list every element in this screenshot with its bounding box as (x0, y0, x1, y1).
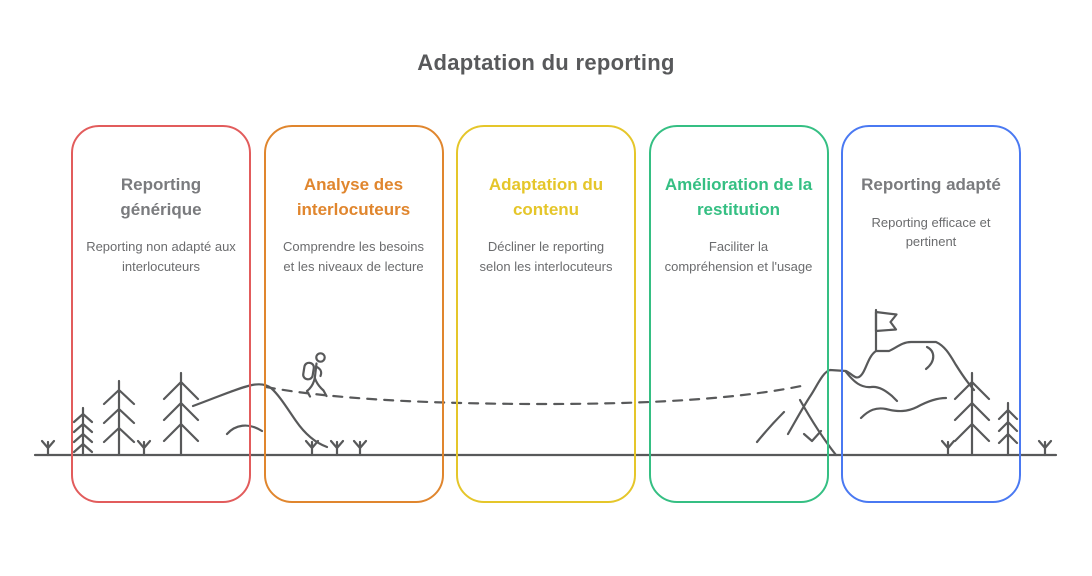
step-title: Adaptation du contenu (488, 175, 604, 219)
process-steps: Reporting générique Reporting non adapté… (71, 125, 1021, 503)
step-card-reporting-generique: Reporting générique Reporting non adapté… (71, 125, 251, 503)
dashed-trail (264, 383, 808, 406)
step-card-reporting-adapte: Reporting adapté Reporting efficace et p… (841, 125, 1021, 503)
pine-tree-icon (953, 371, 1019, 457)
step-description: Comprendre les besoins et les niveaux de… (283, 239, 424, 274)
grass-sprout-icon (40, 439, 1053, 457)
step-description: Reporting non adapté aux interlocuteurs (86, 239, 236, 274)
step-title: Amélioration de la restitution (664, 175, 813, 219)
step-card-analyse-des-interlocuteurs: Analyse des interlocuteurs Comprendre le… (263, 125, 444, 503)
step-card-adaptation-du-contenu: Adaptation du contenu Décliner le report… (456, 125, 636, 503)
step-title: Reporting adapté (861, 175, 1001, 194)
step-title: Reporting générique (120, 175, 202, 219)
hiker-icon (302, 352, 328, 398)
step-description: Faciliter la compréhension et l'usage (664, 239, 813, 274)
step-card-amelioration-de-la-restitution: Amélioration de la restitution Faciliter… (648, 125, 829, 503)
summit-flag-icon (874, 308, 898, 353)
page-title: Adaptation du reporting (417, 50, 675, 75)
step-description: Reporting efficace et pertinent (871, 214, 991, 250)
pine-tree-icon (72, 371, 200, 457)
step-title: Analyse des interlocuteurs (296, 175, 411, 219)
step-description: Décliner le reporting selon les interloc… (479, 239, 613, 274)
mountain (755, 340, 976, 457)
